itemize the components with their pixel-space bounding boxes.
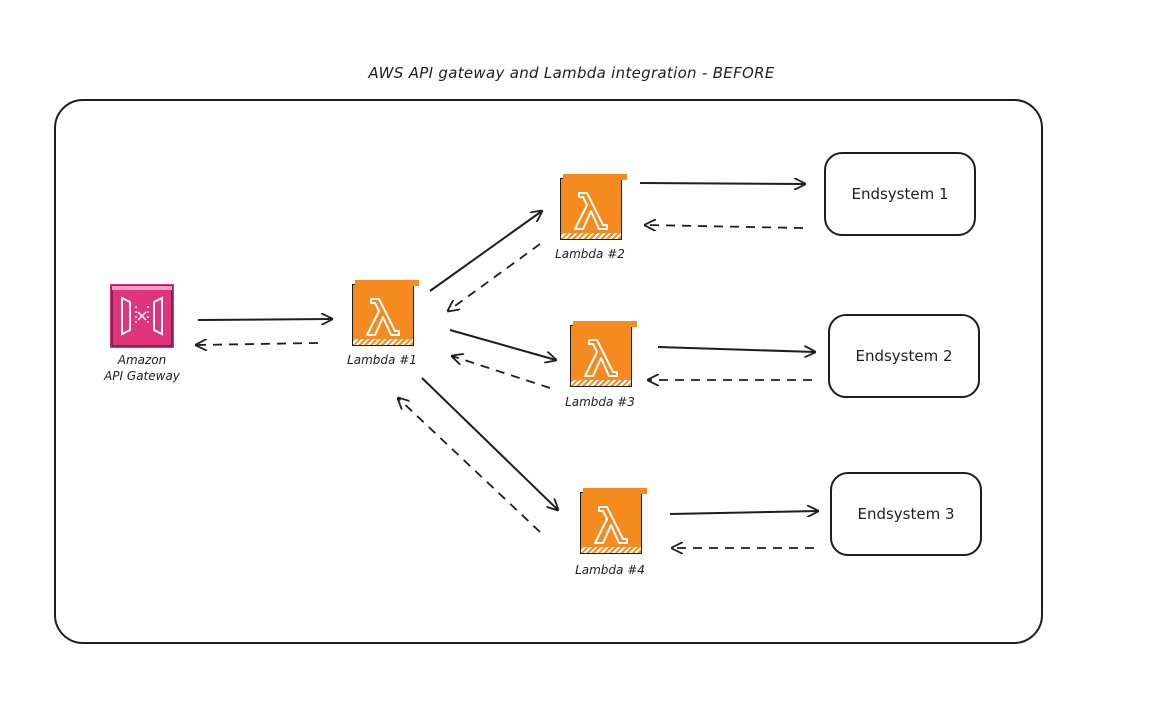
edge-lambda3-to-lambda1 — [452, 356, 551, 389]
api-gateway-icon — [111, 285, 173, 347]
lambda4-label: Lambda #4 — [575, 563, 645, 577]
lambda2-label: Lambda #2 — [555, 247, 625, 261]
endsystem2-node: Endsystem 2 — [828, 314, 980, 398]
lambda3-label: Lambda #3 — [565, 395, 635, 409]
api-gateway-node — [110, 284, 174, 348]
api-gateway-label: Amazon API Gateway — [96, 352, 188, 384]
edge-lambda4-to-endsystem3 — [669, 511, 818, 514]
endsystem1-node: Endsystem 1 — [824, 152, 976, 236]
edge-lambda3-to-endsystem2 — [657, 347, 815, 352]
lambda-icon — [594, 506, 628, 544]
lambda-icon — [366, 298, 400, 336]
diagram-title: AWS API gateway and Lambda integration -… — [368, 64, 775, 82]
edge-lambda4-to-lambda1 — [398, 398, 541, 533]
lambda2-node — [560, 174, 627, 240]
edge-gateway-to-lambda1 — [197, 319, 332, 320]
edge-lambda1-to-lambda2 — [429, 211, 542, 292]
edge-lambda2-to-endsystem1 — [639, 183, 805, 184]
lambda4-node — [580, 488, 647, 554]
lambda-icon — [584, 339, 618, 377]
lambda3-node — [570, 321, 637, 387]
endsystem3-node: Endsystem 3 — [830, 472, 982, 556]
edge-lambda1-to-lambda3 — [449, 329, 556, 360]
edge-lambda1-to-gateway — [196, 343, 319, 345]
outer-frame — [54, 99, 1043, 644]
edge-lambda1-to-lambda4 — [421, 377, 558, 510]
api-gateway-label-line2: API Gateway — [104, 369, 180, 383]
edge-lambda2-to-lambda1 — [448, 243, 541, 311]
api-gateway-label-line1: Amazon — [117, 353, 167, 367]
lambda1-node — [352, 280, 419, 346]
lambda-icon — [574, 192, 608, 230]
edge-endsystem1-to-lambda2 — [645, 225, 804, 228]
lambda1-label: Lambda #1 — [347, 353, 417, 367]
